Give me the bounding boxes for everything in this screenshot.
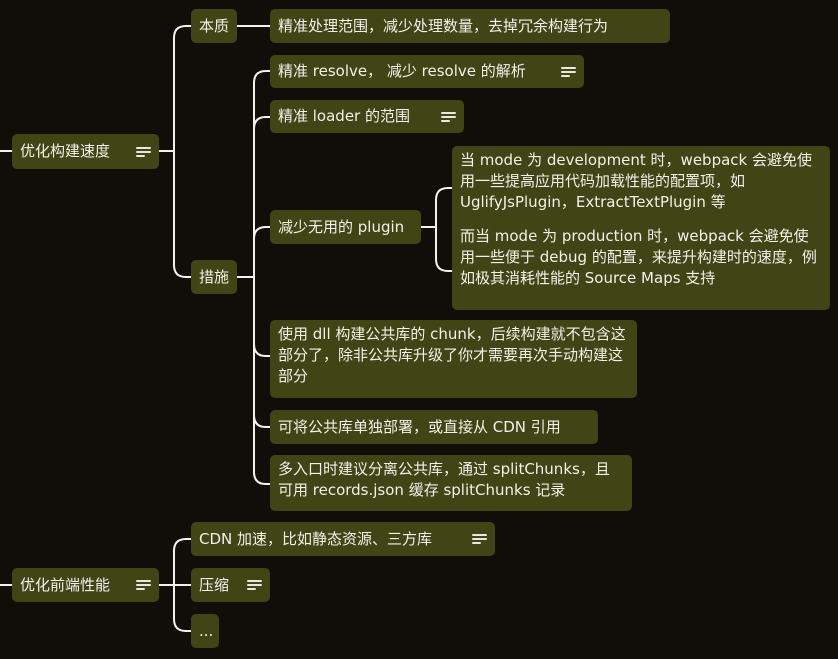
node-label: 使用 dll 构建公共库的 chunk，后续构建就不包含这部分了，除非公共库升级… [278, 325, 626, 385]
node-cdn-speed[interactable]: CDN 加速，比如静态资源、三方库 [191, 522, 495, 556]
node-frontend-perf[interactable]: 优化前端性能 [12, 568, 159, 602]
note-icon[interactable] [472, 534, 487, 544]
note-icon[interactable] [136, 146, 151, 157]
connector-plugin-notes [421, 187, 452, 228]
node-label: 措施 [199, 267, 230, 286]
node-plugin[interactable]: 减少无用的 plugin [270, 210, 421, 244]
connector-frontend-cdn [159, 538, 191, 586]
plugin-prod-note: 而当 mode 为 production 时，webpack 会避免使用一些便于… [460, 227, 817, 287]
plugin-dev-note: 当 mode 为 development 时，webpack 会避免使用一些提高… [460, 151, 812, 211]
node-label: 精准 loader 的范围 [278, 107, 410, 125]
node-label: 可将公共库单独部署，或直接从 CDN 引用 [278, 417, 561, 436]
note-icon[interactable] [441, 111, 456, 122]
node-label: 压缩 [199, 575, 230, 594]
node-cdn-deploy[interactable]: 可将公共库单独部署，或直接从 CDN 引用 [270, 410, 598, 444]
node-label: 本质 [199, 16, 230, 35]
connector-frontend-more [173, 585, 191, 632]
connector-measures-cdn [253, 414, 270, 428]
node-compress[interactable]: 压缩 [191, 568, 270, 602]
connector-speed-essence [159, 25, 191, 152]
node-loader[interactable]: 精准 loader 的范围 [270, 100, 464, 133]
node-label: 多入口时建议分离公共库，通过 splitChunks，且可用 records.j… [278, 460, 610, 499]
node-dll[interactable]: 使用 dll 构建公共库的 chunk，后续构建就不包含这部分了，除非公共库升级… [270, 320, 637, 398]
node-label: 精准 resolve， 减少 resolve 的解析 [278, 62, 526, 80]
connector-measures-split [253, 344, 270, 485]
note-icon[interactable] [561, 66, 576, 77]
note-icon[interactable] [247, 580, 262, 590]
node-essence-desc[interactable]: 精准处理范围，减少处理数量，去掉冗余构建行为 [270, 9, 670, 43]
note-icon[interactable] [136, 580, 151, 590]
node-label: 优化构建速度 [20, 142, 111, 160]
node-label: 减少无用的 plugin [278, 217, 405, 236]
node-label: ... [199, 621, 214, 640]
node-build-speed[interactable]: 优化构建速度 [12, 134, 159, 169]
connector-plugin-notes-2 [435, 227, 452, 272]
node-label: 优化前端性能 [20, 575, 111, 594]
connector-measures-plugin [253, 226, 270, 240]
connector-measures-resolve [237, 70, 270, 278]
node-label: 精准处理范围，减少处理数量，去掉冗余构建行为 [278, 16, 609, 35]
connector-speed-measures [159, 150, 191, 278]
node-plugin-notes[interactable]: 当 mode 为 development 时，webpack 会避免使用一些提高… [452, 146, 830, 310]
node-resolve[interactable]: 精准 resolve， 减少 resolve 的解析 [270, 55, 584, 88]
node-more[interactable]: ... [191, 614, 219, 648]
connector-measures-loader [253, 116, 270, 130]
node-split[interactable]: 多入口时建议分离公共库，通过 splitChunks，且可用 records.j… [270, 455, 632, 511]
node-label: CDN 加速，比如静态资源、三方库 [199, 529, 433, 548]
node-measures[interactable]: 措施 [191, 260, 237, 294]
node-essence[interactable]: 本质 [191, 9, 237, 43]
